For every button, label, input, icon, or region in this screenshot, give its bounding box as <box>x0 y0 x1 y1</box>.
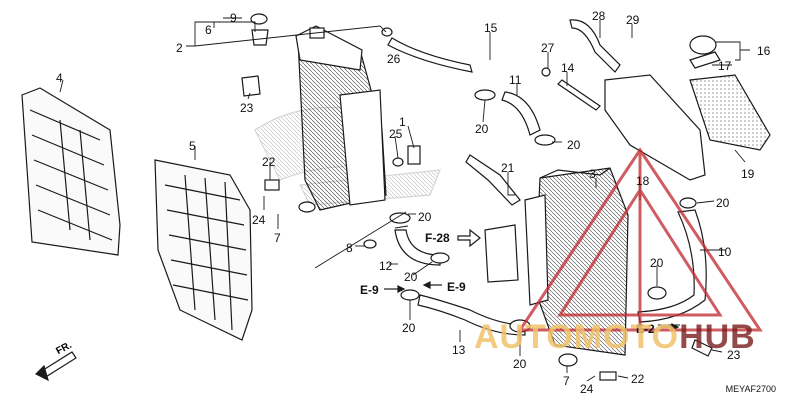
part-number-label: 14 <box>561 61 575 75</box>
part-number-label: 21 <box>501 161 515 175</box>
part-number-label: 20 <box>650 256 664 270</box>
part-number-label: 7 <box>274 231 281 245</box>
part-number-label: 23 <box>727 348 741 362</box>
part-number-label: 20 <box>567 138 581 152</box>
part-number-label: 26 <box>387 52 401 66</box>
part-number-label: 18 <box>636 174 650 188</box>
part-number-label: 15 <box>484 21 498 35</box>
part-number-label: 6 <box>205 23 212 37</box>
part-number-label: 20 <box>418 210 432 224</box>
part-number-label: 1 <box>399 115 406 129</box>
ref-arrows <box>34 228 680 382</box>
radiator-right <box>524 167 629 356</box>
part-number-label: 2 <box>176 41 183 55</box>
radiator-left <box>295 25 387 211</box>
part-number-label: 7 <box>563 374 570 388</box>
part-number-label: 19 <box>741 167 755 181</box>
shroud-grille <box>154 159 253 341</box>
part-number-label: 11 <box>509 73 522 87</box>
part-number-label: 24 <box>580 382 594 396</box>
part-number-label: 10 <box>718 245 732 259</box>
section-reference-label: E-9 <box>447 280 466 294</box>
diagram-code: MEYAF2700 <box>725 384 776 394</box>
watermark-text-part2: HUB <box>679 318 756 356</box>
part-number-label: 27 <box>541 41 555 55</box>
part-number-label: 22 <box>631 372 645 386</box>
shroud-left-outer <box>21 87 121 256</box>
part-number-label: 20 <box>475 122 489 136</box>
part-number-label: 13 <box>452 343 466 357</box>
section-reference-label: F-28 <box>425 231 450 245</box>
part-number-label: 23 <box>240 101 254 115</box>
part-number-label: 4 <box>56 71 63 85</box>
part-number-label: 5 <box>189 139 196 153</box>
section-reference-label: E-2 <box>636 322 655 336</box>
part-number-label: 20 <box>716 196 730 210</box>
part-number-label: 17 <box>718 59 732 73</box>
part-number-label: 16 <box>757 44 771 58</box>
part-number-label: 24 <box>252 213 266 227</box>
reservoir-tank <box>604 35 771 181</box>
part-number-label: 29 <box>626 13 640 27</box>
part-number-label: 8 <box>346 241 353 255</box>
watermark-text-part1: AUTOMOTO <box>474 318 680 356</box>
part-number-label: 25 <box>389 127 403 141</box>
part-number-label: 20 <box>513 357 527 371</box>
watermark-text: AUTOMOTOHUB <box>474 318 756 357</box>
part-number-label: 20 <box>402 321 416 335</box>
section-reference-label: E-9 <box>360 283 379 297</box>
part-number-label: 22 <box>262 155 276 169</box>
part-number-label: 3 <box>589 167 596 181</box>
part-number-label: 20 <box>404 270 418 284</box>
part-number-label: 12 <box>379 259 393 273</box>
watermark-triangle <box>517 147 763 332</box>
part-number-label: 9 <box>230 11 237 25</box>
part-number-label: 28 <box>592 9 606 23</box>
hoses <box>387 19 707 336</box>
small-parts <box>241 13 713 381</box>
